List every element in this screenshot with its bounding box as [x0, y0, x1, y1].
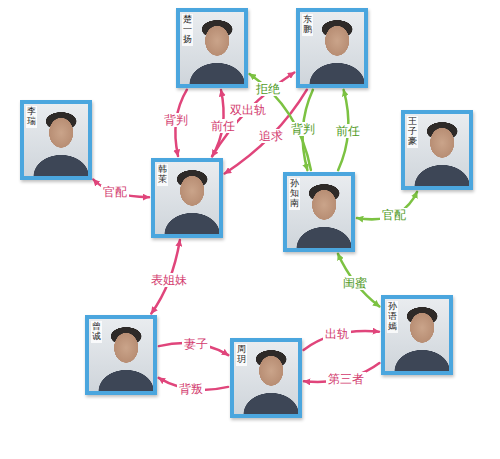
portrait-card: 周玥: [230, 338, 302, 418]
relation-label: 前任: [209, 119, 237, 133]
relation-label: 双出轨: [228, 103, 268, 117]
portrait-card: 孙语嫣: [381, 295, 453, 375]
relation-label: 出轨: [323, 327, 351, 341]
relation-label: 表姐妹: [149, 273, 189, 287]
relation-label: 背判: [162, 113, 190, 127]
portrait-card: 王子豪: [401, 110, 473, 190]
relation-label: 拒绝: [254, 82, 282, 96]
portrait-card: 韩茉: [151, 158, 223, 238]
relation-label: 官配: [380, 208, 408, 222]
portrait-card: 曾诚: [85, 315, 157, 395]
relation-label: 背判: [289, 122, 317, 136]
person-name: 王子豪: [407, 116, 418, 148]
portrait-card: 孙知南: [283, 172, 355, 252]
person-name: 李瑞: [26, 106, 37, 128]
person-name: 韩茉: [157, 164, 168, 186]
relation-label: 官配: [101, 185, 129, 199]
person-name: 周玥: [236, 344, 247, 366]
portrait-card: 李瑞: [20, 100, 92, 180]
person-name: 孙语嫣: [387, 301, 398, 333]
relation-label: 背叛: [177, 382, 205, 396]
relation-label: 第三者: [326, 372, 366, 386]
person-name: 孙知南: [289, 178, 300, 210]
relation-label: 妻子: [182, 337, 210, 351]
portrait-card: 东鹏: [296, 8, 368, 88]
relation-arrow: [338, 254, 380, 307]
relation-label: 追求: [257, 129, 285, 143]
relation-label: 闺蜜: [341, 276, 369, 290]
person-name: 东鹏: [302, 14, 313, 36]
portrait-card: 楚一扬: [176, 8, 248, 88]
person-name: 楚一扬: [182, 14, 193, 46]
relation-label: 前任: [334, 124, 362, 138]
person-name: 曾诚: [91, 321, 102, 343]
